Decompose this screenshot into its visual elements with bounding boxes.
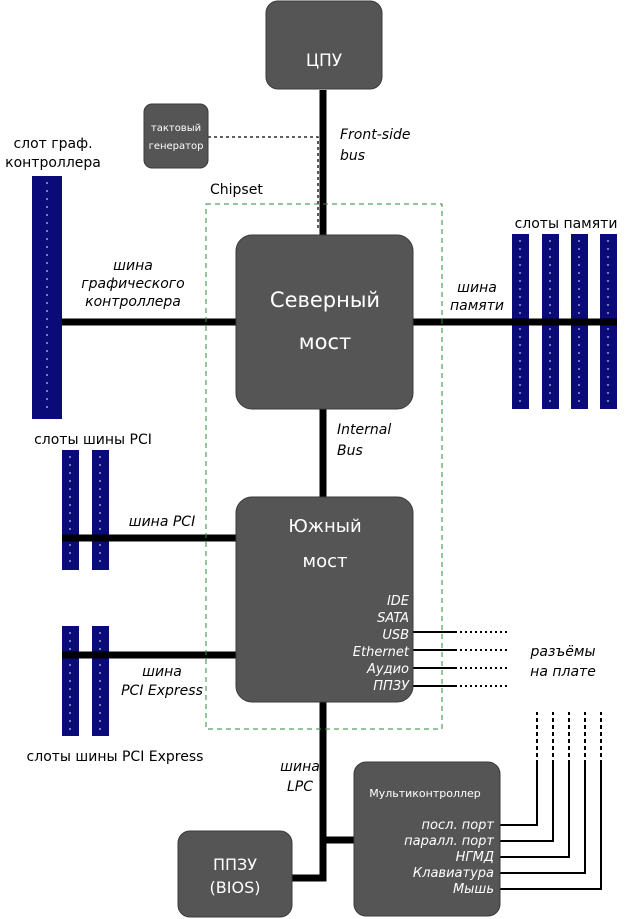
southbridge-port-lines: [412, 631, 510, 687]
multicontroller-label: Мультиконтроллер: [369, 787, 481, 800]
clock-generator-box: тактовый генератор: [143, 103, 209, 169]
clock-label-2: генератор: [149, 141, 204, 152]
cpu-label: ЦПУ: [306, 51, 343, 71]
southbridge-label-2: мост: [303, 551, 348, 572]
internal-bus-label-2: Bus: [337, 443, 363, 459]
rom-label-2: (BIOS): [210, 878, 261, 897]
sb-port-usb: USB: [382, 628, 409, 643]
sb-port-ide: IDE: [387, 594, 410, 609]
pcie-slots-label: слоты шины PCI Express: [27, 749, 204, 765]
internal-bus-label-1: Internal: [337, 422, 391, 438]
pcie-bus-label-1: шина: [142, 664, 182, 680]
fsb-label-1: Front-side: [340, 127, 410, 143]
memory-slots-label: слоты памяти: [515, 216, 618, 232]
mc-port-serial: посл. порт: [422, 818, 495, 833]
graphics-slot-label-1: слот граф.: [13, 136, 92, 152]
graphics-slot: [32, 176, 62, 419]
mc-port-fdd: НГМД: [456, 850, 494, 865]
lpc-bus-label-2: LPC: [287, 779, 313, 795]
sb-port-audio: Аудио: [366, 662, 409, 677]
rom-label-1: ППЗУ: [213, 855, 257, 874]
northbridge-box: Северный мост: [235, 234, 414, 410]
mc-port-parallel: паралл. порт: [404, 834, 494, 849]
pcie-bus-label-2: PCI Express: [121, 683, 203, 699]
board-connectors-label-1: разъёмы: [529, 644, 595, 660]
southbridge-label-1: Южный: [288, 516, 361, 537]
northbridge-label-2: мост: [299, 330, 351, 354]
graphics-bus-label-2: графического: [81, 276, 184, 292]
sb-port-ethernet: Ethernet: [353, 645, 410, 660]
pci-slots: [62, 450, 109, 570]
graphics-bus-label-3: контроллера: [85, 294, 181, 310]
chipset-boundary: [205, 203, 443, 730]
northbridge-label-1: Северный: [270, 288, 380, 312]
rom-bios-box: ППЗУ (BIOS): [177, 830, 293, 918]
sb-port-rom: ППЗУ: [373, 679, 410, 694]
multicontroller-box: Мультиконтроллер посл. порт паралл. порт…: [353, 761, 501, 917]
pci-bus-label: шина PCI: [129, 514, 195, 530]
lpc-bus-line: [290, 700, 327, 882]
board-connectors-label-2: на плате: [530, 664, 596, 680]
lpc-bus-label-1: шина: [280, 759, 320, 775]
graphics-bus-label-1: шина: [113, 258, 153, 274]
southbridge-box: Южный мост IDE SATA USB Ethernet Аудио П…: [235, 496, 414, 703]
mc-port-mouse: Мышь: [453, 882, 494, 897]
graphics-slot-label-2: контроллера: [5, 155, 101, 171]
cpu-box: ЦПУ: [265, 0, 383, 90]
clock-label-1: тактовый: [151, 123, 201, 134]
sb-port-sata: SATA: [377, 611, 409, 626]
chipset-label: Chipset: [210, 182, 263, 198]
pcie-slots: [62, 626, 109, 736]
fsb-label-2: bus: [340, 148, 365, 164]
memory-bus-label-2: памяти: [450, 298, 504, 314]
mc-port-keyboard: Клавиатура: [413, 866, 494, 881]
multicontroller-port-lines: [498, 708, 602, 890]
memory-bus-label-1: шина: [457, 280, 497, 296]
clock-line: [208, 136, 319, 230]
pci-slots-label: слоты шины PCI: [34, 432, 152, 448]
